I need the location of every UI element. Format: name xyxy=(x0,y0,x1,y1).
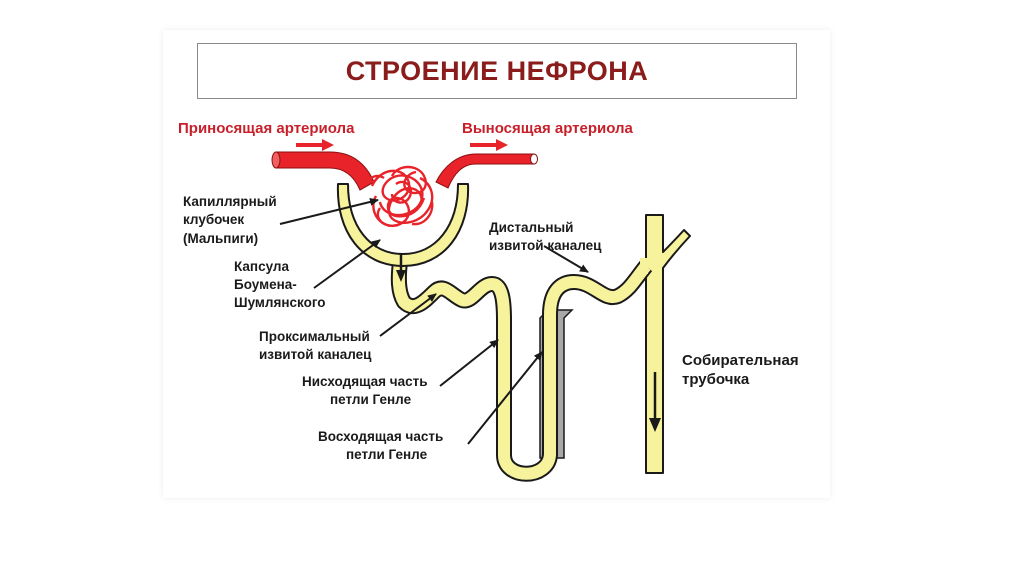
afferent-flow-arrow xyxy=(296,139,334,151)
svg-text:петли Генле: петли Генле xyxy=(346,447,428,462)
svg-text:(Мальпиги): (Мальпиги) xyxy=(183,231,258,246)
svg-text:Собирательная: Собирательная xyxy=(682,352,799,369)
svg-text:Нисходящая часть: Нисходящая часть xyxy=(302,374,428,389)
leader-distal xyxy=(543,245,589,273)
svg-text:клубочек: клубочек xyxy=(183,212,244,227)
label-ascending-limb: Восходящая часть петли Генле xyxy=(318,429,443,462)
label-bowman-capsule: Капсула Боумена- Шумлянского xyxy=(234,259,326,310)
leader-ascending xyxy=(467,351,543,445)
svg-text:Капиллярный: Капиллярный xyxy=(183,194,277,209)
label-glomerulus: Капиллярный клубочек (Мальпиги) xyxy=(183,194,277,246)
svg-text:Боумена-: Боумена- xyxy=(234,277,297,292)
page-title: СТРОЕНИЕ НЕФРОНА xyxy=(345,55,649,86)
svg-text:Восходящая часть: Восходящая часть xyxy=(318,429,443,444)
svg-text:Проксимальный: Проксимальный xyxy=(259,329,370,344)
svg-text:Капсула: Капсула xyxy=(234,259,289,274)
title-box: СТРОЕНИЕ НЕФРОНА xyxy=(197,43,797,99)
collecting-duct xyxy=(645,214,691,474)
label-distal-tubule: Дистальный извитой каналец xyxy=(489,220,602,253)
svg-text:Шумлянского: Шумлянского xyxy=(234,295,326,310)
renal-tubule xyxy=(392,261,651,480)
label-descending-limb: Нисходящая часть петли Генле xyxy=(302,374,428,407)
leader-glomerulus xyxy=(279,198,379,225)
label-proximal-tubule: Проксимальный извитой каналец xyxy=(259,329,372,362)
label-afferent-arteriole: Приносящая артериола xyxy=(178,120,355,137)
svg-text:извитой каналец: извитой каналец xyxy=(259,347,372,362)
label-efferent-arteriole: Выносящая артериола xyxy=(462,120,634,137)
label-collecting-duct: Собирательная трубочка xyxy=(682,352,799,388)
glomerulus xyxy=(364,165,434,228)
efferent-arteriole xyxy=(435,153,538,189)
efferent-flow-arrow xyxy=(470,139,508,151)
svg-text:Дистальный: Дистальный xyxy=(489,220,573,235)
leader-proximal xyxy=(379,293,437,337)
svg-text:извитой каналец: извитой каналец xyxy=(489,238,602,253)
svg-text:петли Генле: петли Генле xyxy=(330,392,412,407)
afferent-arteriole xyxy=(271,151,375,191)
leader-descending xyxy=(439,339,499,387)
leader-capsule xyxy=(313,239,381,289)
svg-text:трубочка: трубочка xyxy=(682,371,750,388)
